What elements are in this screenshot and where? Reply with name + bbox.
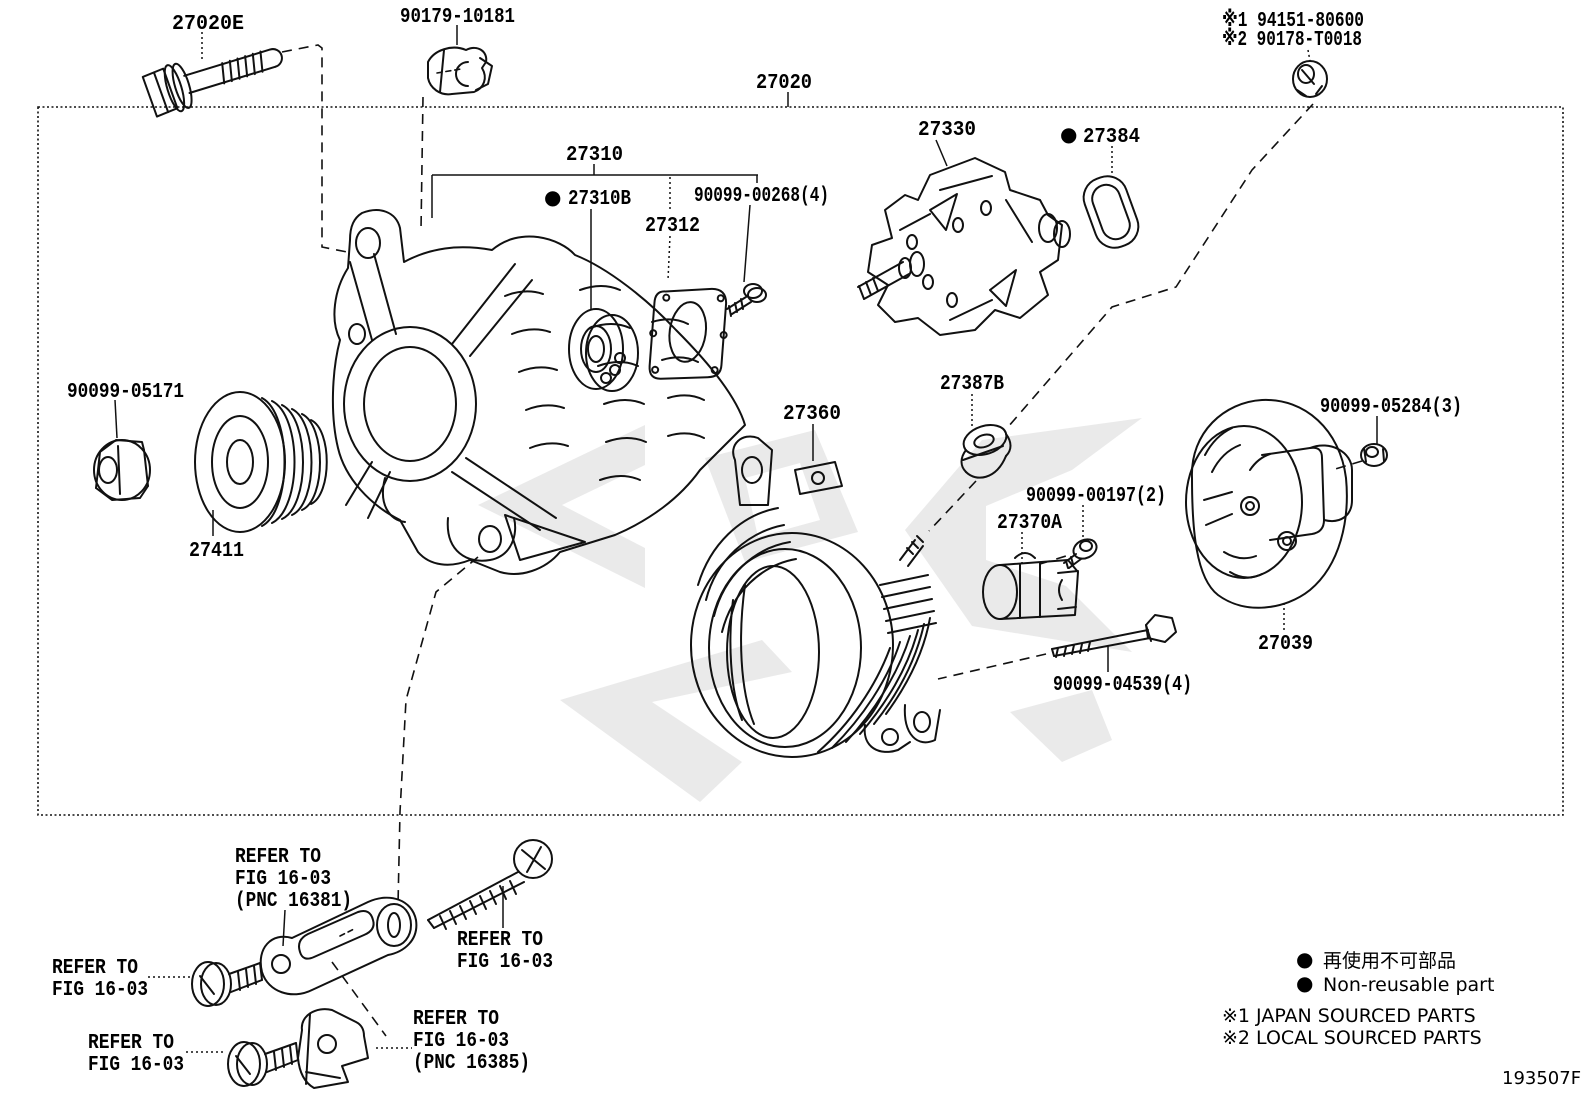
bearing-drawing — [568, 308, 639, 392]
callout-27384: 27384 — [1083, 126, 1140, 149]
retainer-screw-drawing — [726, 283, 767, 317]
non-reusable-bullet-icon: ● — [1296, 947, 1313, 971]
assembly-dashed-lines — [281, 44, 1363, 1037]
callout-27312: 27312 — [645, 215, 700, 238]
callout-27330: 27330 — [918, 119, 976, 142]
refer-line: FIG 16-03 — [52, 979, 148, 1002]
refer-line: FIG 16-03 — [413, 1030, 509, 1053]
refer-line: (PNC 16381) — [235, 890, 352, 913]
callout-27310: 27310 — [566, 144, 623, 167]
legend-japan-sourced: ※1 JAPAN SOURCED PARTS — [1222, 1005, 1476, 1027]
callout-90099-04539: 90099-04539(4) — [1053, 674, 1192, 697]
refer-line: FIG 16-03 — [88, 1054, 184, 1077]
callout-90178-T0018: ※2 90178-T0018 — [1222, 27, 1362, 52]
regulator-screw-drawing — [1063, 538, 1098, 569]
non-reusable-bullet-icon: ● — [1060, 122, 1077, 146]
callout-90099-05284: 90099-05284(3) — [1320, 396, 1462, 419]
terminal-nut-drawing — [1292, 60, 1328, 98]
small-bolt-2-drawing — [227, 1041, 299, 1087]
pulley-nut-drawing — [93, 439, 151, 501]
callout-90099-05171: 90099-05171 — [67, 381, 184, 404]
non-reusable-bullet-icon: ● — [544, 185, 561, 209]
refer-note-pnc16381: REFER TO FIG 16-03 (PNC 16381) — [235, 846, 352, 913]
vendor-watermark — [478, 418, 1142, 802]
non-reusable-bullet-icon: ● — [1296, 971, 1313, 995]
rear-cover-drawing — [1185, 398, 1353, 609]
callout-27370A: 27370A — [997, 512, 1062, 535]
refer-note-bolt2: REFER TO FIG 16-03 — [88, 1032, 184, 1077]
callout-90099-00268: 90099-00268(4) — [694, 185, 829, 208]
refer-note-long-bolt: REFER TO FIG 16-03 — [457, 929, 553, 974]
callout-90099-00197: 90099-00197(2) — [1026, 485, 1166, 508]
clamp-plate-drawing — [297, 1008, 369, 1089]
leader-lines — [114, 25, 1378, 1053]
refer-line: REFER TO — [457, 929, 543, 952]
refer-line: REFER TO — [52, 957, 138, 980]
callout-27411: 27411 — [189, 540, 244, 563]
pulley-drawing — [194, 391, 328, 533]
legend-non-reusable-en: Non-reusable part — [1323, 974, 1494, 996]
refer-line: REFER TO — [235, 846, 321, 869]
cover-nut-drawing — [1360, 443, 1388, 467]
refer-note-bolt1: REFER TO FIG 16-03 — [52, 957, 148, 1002]
through-bolt-drawing — [1051, 614, 1177, 658]
legend-local-sourced: ※2 LOCAL SOURCED PARTS — [1222, 1027, 1482, 1049]
legend-non-reusable-jp: 再使用不可部品 — [1323, 950, 1456, 972]
legend: ● 再使用不可部品 ● Non-reusable part ※1 JAPAN S… — [1222, 947, 1494, 1049]
regulator-drawing — [982, 552, 1079, 620]
refer-line: (PNC 16385) — [413, 1052, 530, 1075]
refer-note-pnc16385: REFER TO FIG 16-03 (PNC 16385) — [413, 1008, 530, 1075]
assembly-boundary-box — [37, 106, 1564, 816]
small-bolt-1-drawing — [191, 961, 263, 1007]
callout-27039: 27039 — [1258, 633, 1313, 656]
callout-27360: 27360 — [783, 403, 841, 426]
callout-27387B: 27387B — [940, 373, 1004, 396]
adjust-bracket-arm-drawing — [259, 896, 418, 996]
rotor-drawing — [857, 157, 1071, 336]
callout-27020E: 27020E — [172, 13, 244, 36]
refer-line: FIG 16-03 — [235, 868, 331, 891]
callout-27310B: 27310B — [568, 188, 631, 211]
terminal-clamp-drawing — [427, 46, 493, 96]
refer-line: REFER TO — [413, 1008, 499, 1031]
figure-code: 193507F — [1502, 1068, 1581, 1089]
pivot-bolt-drawing — [141, 48, 283, 118]
callout-94151-80600: ※1 94151-80600 — [1222, 8, 1364, 33]
grommet-drawing — [960, 424, 1012, 479]
stator-drawing — [690, 435, 941, 758]
long-mount-bolt-drawing — [427, 839, 553, 930]
callout-90179-10181: 90179-10181 — [400, 6, 515, 29]
seal-ring-drawing — [1082, 175, 1140, 249]
refer-line: REFER TO — [88, 1032, 174, 1055]
refer-line: FIG 16-03 — [457, 951, 553, 974]
callout-27020: 27020 — [756, 72, 812, 95]
bearing-retainer-drawing — [648, 287, 728, 380]
